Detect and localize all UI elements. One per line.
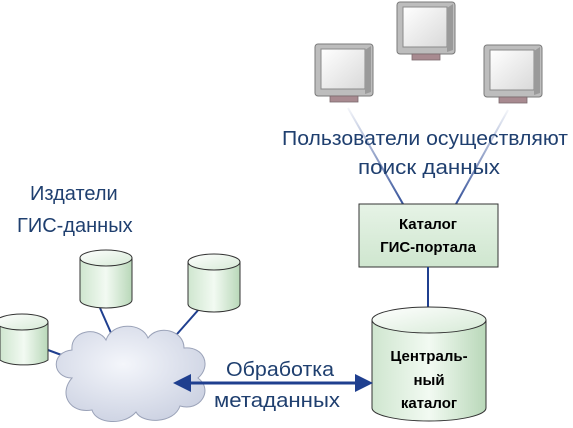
central-catalog-database-icon: Централь- ный каталог: [371, 306, 487, 422]
monitor-icon: [483, 44, 543, 104]
central-catalog-line1: Централь-: [390, 348, 467, 365]
publishers-caption-line2: ГИС-данных: [17, 215, 133, 237]
portal-catalog-line1: Каталог: [399, 216, 457, 233]
database-icon: [79, 249, 133, 309]
portal-catalog-line2: ГИС-портала: [380, 239, 477, 256]
central-catalog-line3: каталог: [401, 395, 457, 412]
monitor-icon: [314, 43, 374, 103]
database-icon: [0, 313, 49, 366]
central-catalog-line2: ный: [413, 372, 444, 389]
publishers-caption-line1: Издатели: [30, 183, 118, 205]
metadata-processing-line2: метаданных: [214, 390, 340, 412]
users-caption-line2: поиск данных: [358, 157, 500, 179]
portal-catalog-box: Каталог ГИС-портала: [358, 203, 499, 268]
user-connectors: [347, 68, 509, 205]
metadata-processing-line1: Обработка: [226, 359, 335, 381]
connector-left-monitor: [347, 107, 404, 205]
monitor-icon: [396, 1, 456, 61]
connector-right-monitor: [455, 109, 509, 205]
users-caption-line1: Пользователи осуществляют: [282, 128, 568, 150]
network-cloud-icon: [55, 325, 206, 422]
database-icon: [187, 253, 241, 313]
